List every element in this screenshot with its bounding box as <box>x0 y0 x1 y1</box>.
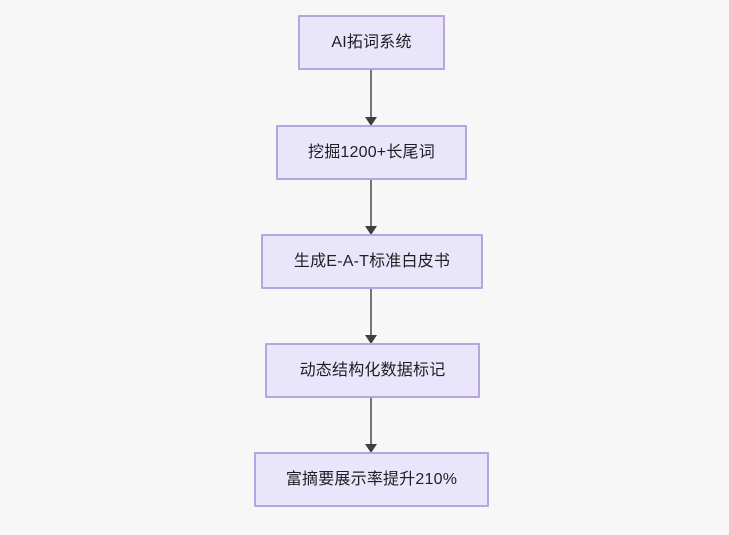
flow-node-label: 挖掘1200+长尾词 <box>308 143 435 161</box>
flow-node-mine-longtail-keywords[interactable]: 挖掘1200+长尾词 <box>276 125 467 180</box>
edge-n3-n4 <box>365 289 377 344</box>
edge-n4-n5 <box>365 398 377 453</box>
flow-node-dynamic-structured-data-markup[interactable]: 动态结构化数据标记 <box>265 343 480 398</box>
flow-node-label: 生成E-A-T标准白皮书 <box>293 252 451 270</box>
edge-n1-n2 <box>365 70 377 126</box>
flow-node-label: AI拓词系统 <box>331 33 412 51</box>
flow-node-label: 动态结构化数据标记 <box>299 361 446 379</box>
edge-n2-n3 <box>365 180 377 235</box>
flow-node-label: 富摘要展示率提升210% <box>285 470 458 488</box>
flow-node-rich-snippet-impression-uplift[interactable]: 富摘要展示率提升210% <box>254 452 489 507</box>
flow-node-ai-expansion-system[interactable]: AI拓词系统 <box>298 15 445 70</box>
flow-node-generate-eat-whitepaper[interactable]: 生成E-A-T标准白皮书 <box>261 234 483 289</box>
